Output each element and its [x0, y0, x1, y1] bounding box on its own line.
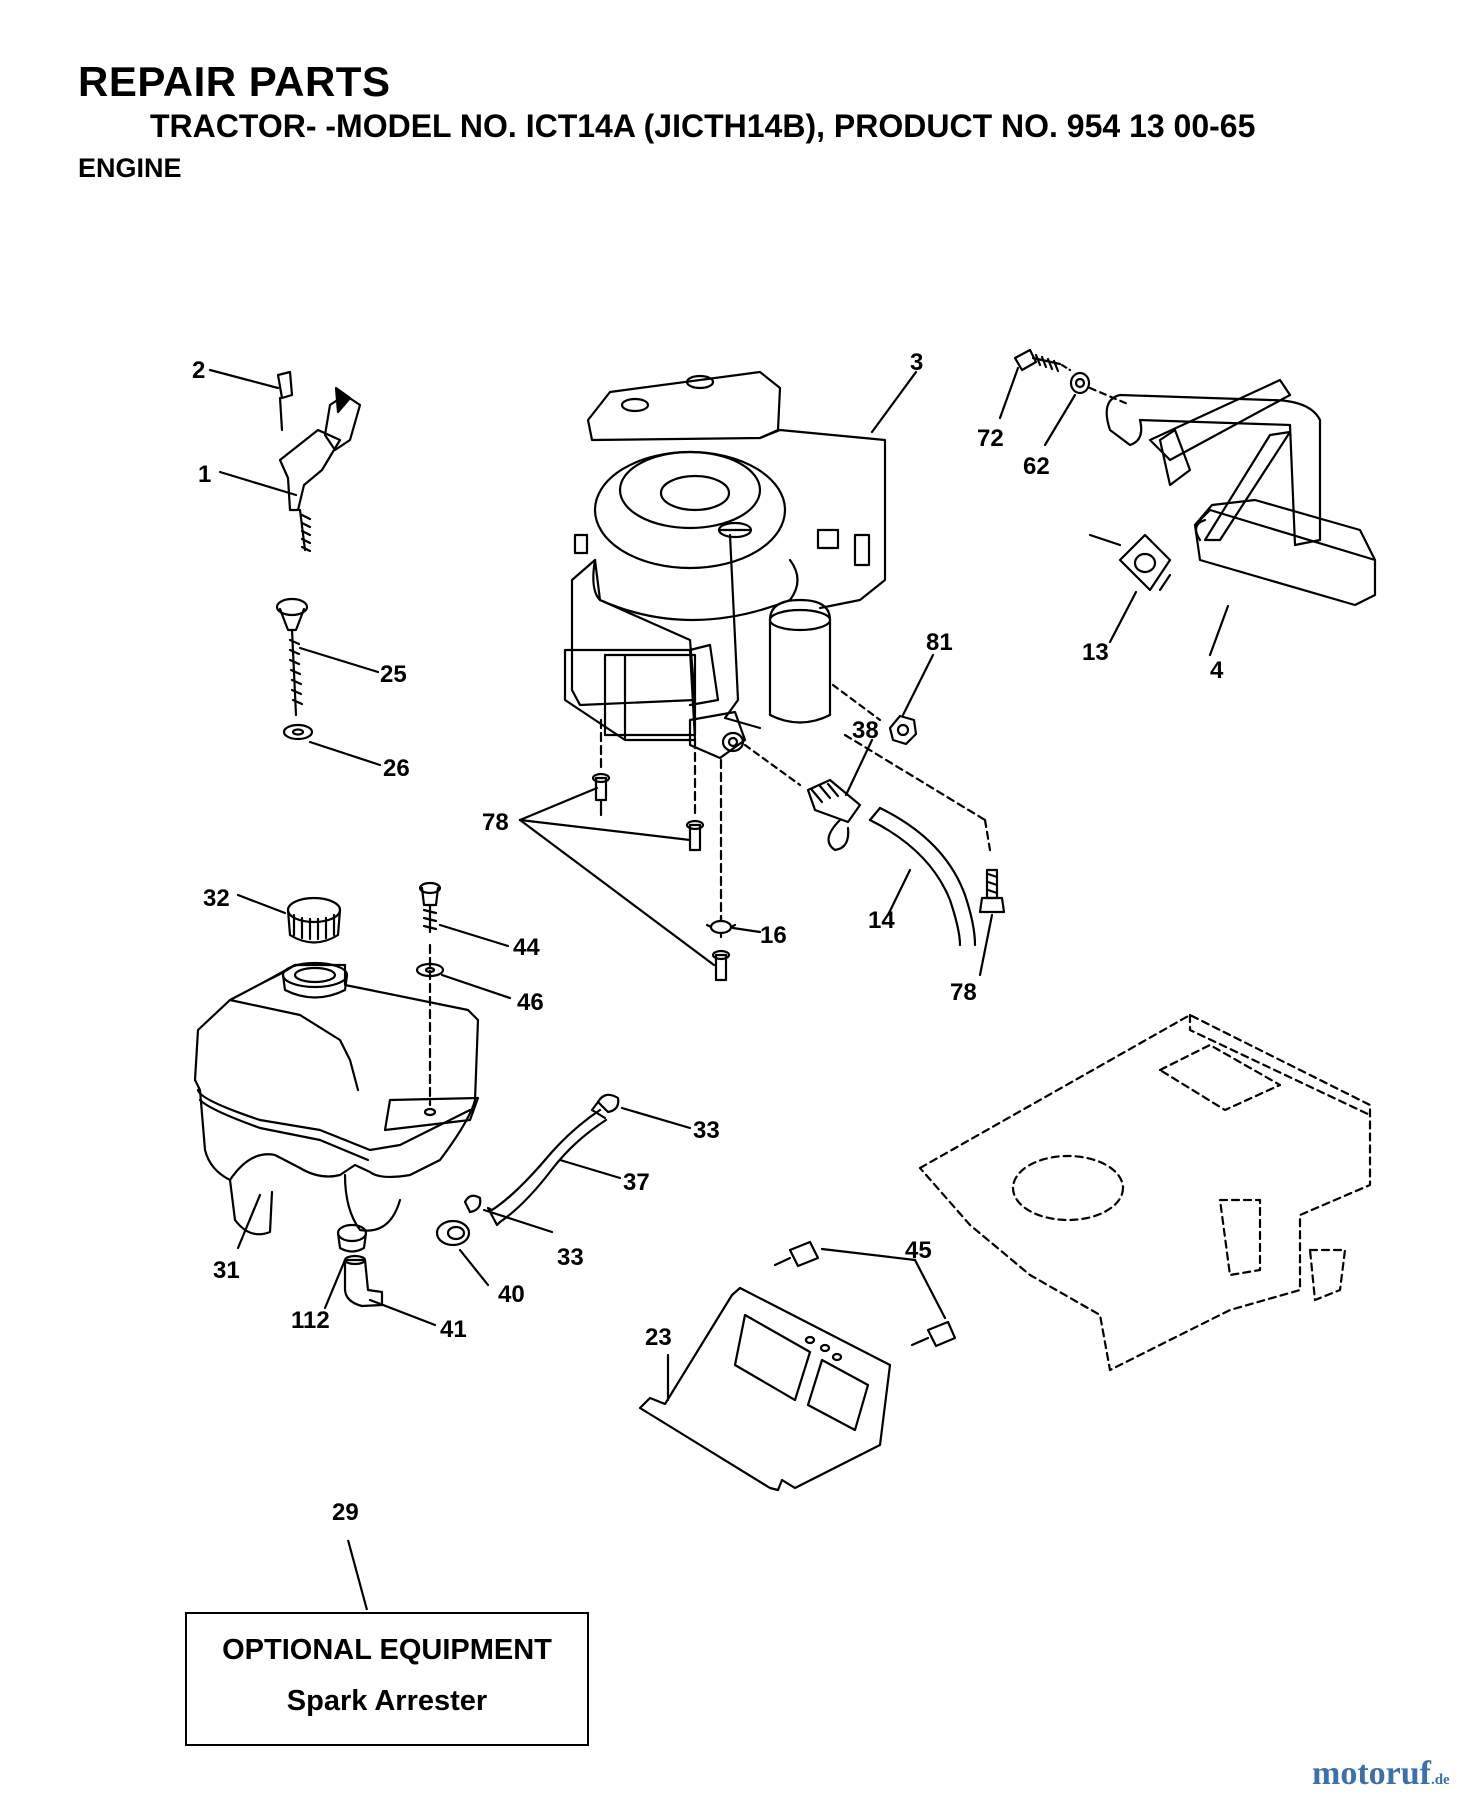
callout-41: 41: [440, 1316, 467, 1343]
callout-78b: 78: [950, 979, 977, 1006]
star-washer-part: [705, 915, 737, 939]
fuel-elbow-part: [343, 1254, 384, 1308]
callout-31: 31: [213, 1257, 240, 1284]
optional-equipment-box: OPTIONAL EQUIPMENT Spark Arrester: [185, 1612, 589, 1746]
heat-shield-part: [638, 1240, 957, 1492]
callout-78a: 78: [482, 809, 509, 836]
callout-33a: 33: [693, 1117, 720, 1144]
callout-16: 16: [760, 922, 787, 949]
section-label: ENGINE: [78, 153, 182, 183]
callout-38: 38: [852, 717, 879, 744]
grommet-part: [336, 1223, 368, 1253]
optional-equipment-heading: OPTIONAL EQUIPMENT: [222, 1634, 552, 1666]
callout-29: 29: [332, 1499, 359, 1526]
gas-cap-part: [286, 896, 342, 944]
leader-29: [346, 1539, 369, 1611]
page-title: REPAIR PARTS: [78, 58, 391, 105]
tank-screw-part: [415, 881, 445, 1107]
fuel-fitting-part: [743, 743, 862, 852]
lock-washer-part: [1069, 371, 1132, 407]
choke-knob-part: [275, 597, 314, 741]
hose-clamp-part: [463, 1093, 620, 1214]
optional-equipment-item: Spark Arrester: [286, 1685, 488, 1717]
callout-1: 1: [198, 461, 211, 488]
callout-72: 72: [977, 425, 1004, 452]
callout-45: 45: [905, 1237, 932, 1264]
callout-62: 62: [1023, 453, 1050, 480]
callout-33b: 33: [557, 1244, 584, 1271]
callout-2: 2: [192, 357, 205, 384]
bolt-72-part: [1013, 348, 1072, 373]
model-subtitle: TRACTOR- -MODEL NO. ICT14A (JICTH14B), P…: [150, 108, 1256, 144]
watermark-brand: motoruf: [1312, 1755, 1431, 1792]
throttle-control-part: [276, 370, 362, 553]
callout-23: 23: [645, 1324, 672, 1351]
fuel-hose-part: [868, 806, 977, 947]
callout-3: 3: [910, 349, 923, 376]
bushing-part: [435, 1219, 471, 1247]
engine-part: [563, 370, 887, 760]
callout-112: 112: [291, 1307, 330, 1334]
callout-37: 37: [623, 1169, 650, 1196]
callout-40: 40: [498, 1281, 525, 1308]
callout-26: 26: [383, 755, 410, 782]
engine-bolt-part: [591, 718, 1006, 982]
callout-44: 44: [513, 934, 540, 961]
watermark-logo: motoruf.de: [1312, 1755, 1450, 1793]
fuel-line-part: [486, 1108, 608, 1227]
callout-32: 32: [203, 885, 230, 912]
nut-part: [888, 714, 918, 746]
callout-13: 13: [1082, 639, 1109, 666]
watermark-suffix: .de: [1430, 1772, 1450, 1788]
callout-46: 46: [517, 989, 544, 1016]
callout-81: 81: [926, 629, 953, 656]
tractor-frame-part: [918, 1013, 1372, 1372]
callout-4: 4: [1210, 657, 1224, 684]
muffler-part: [1105, 378, 1377, 607]
exhaust-gasket-part: [1088, 533, 1172, 592]
callout-14: 14: [868, 907, 895, 934]
fuel-tank-part: [193, 961, 480, 1236]
callout-25: 25: [380, 661, 407, 688]
